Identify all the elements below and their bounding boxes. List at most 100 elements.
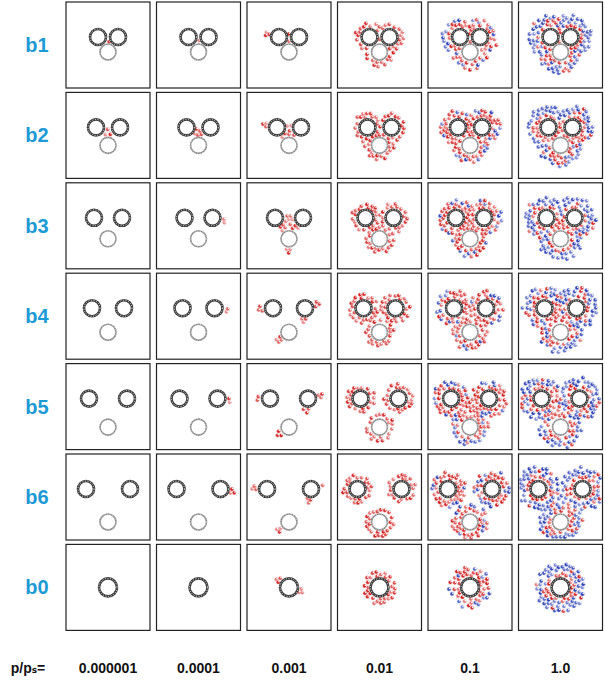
water-molecule	[289, 214, 293, 218]
hydrogen-atom	[485, 114, 487, 116]
hydrogen-atom	[561, 113, 563, 115]
water-molecule	[558, 125, 562, 129]
hydrogen-atom	[399, 38, 401, 40]
oxygen-atom	[536, 31, 540, 35]
water-molecule	[569, 46, 573, 50]
water-molecule	[387, 227, 391, 231]
oxygen-atom	[564, 61, 568, 65]
oxygen-atom	[478, 150, 482, 154]
water-molecule	[365, 56, 369, 60]
hydrogen-atom	[459, 147, 461, 149]
nanotube-ring	[86, 210, 102, 226]
hydrogen-atom	[380, 125, 382, 127]
nanotube-atoms	[293, 119, 309, 135]
hydrogen-atom	[493, 134, 495, 136]
hydrogen-atom	[456, 142, 458, 144]
oxygen-atom	[491, 32, 495, 36]
water-molecule	[532, 38, 536, 42]
hydrogen-atom	[449, 32, 451, 34]
oxygen-atom	[574, 156, 578, 160]
hydrogen-atom	[470, 158, 472, 160]
oxygen-atom	[532, 32, 536, 36]
oxygen-atom	[457, 147, 461, 151]
hydrogen-atom	[569, 21, 571, 23]
water-molecule	[573, 21, 577, 25]
nanotube-ring	[553, 44, 569, 60]
nanotube-atoms	[372, 137, 388, 153]
hydrogen-atom	[591, 30, 593, 32]
hydrogen-atom	[282, 229, 284, 231]
hydrogen-atom	[543, 112, 545, 114]
nanotube-rings	[358, 210, 402, 247]
hydrogen-atom	[588, 116, 590, 118]
water-molecule	[364, 137, 368, 141]
panel	[179, 119, 219, 153]
hydrogen-atom	[580, 143, 582, 145]
water-molecule	[529, 119, 533, 123]
hydrogen-atom	[546, 144, 548, 146]
nanotube-ring	[295, 210, 311, 226]
water-molecule	[471, 18, 475, 22]
panel	[177, 210, 227, 247]
hydrogen-atom	[383, 224, 385, 226]
water-molecule	[496, 118, 500, 122]
hydrogen-atom	[569, 69, 571, 71]
hydrogen-atom	[401, 42, 403, 44]
water-molecule	[557, 27, 561, 31]
hydrogen-atom	[561, 156, 563, 158]
nanotube-ring	[462, 44, 478, 60]
hydrogen-atom	[110, 133, 112, 135]
hydrogen-atom	[452, 27, 454, 29]
water-molecule	[359, 115, 363, 119]
hydrogen-atom	[543, 28, 545, 30]
hydrogen-atom	[453, 141, 455, 143]
oxygen-atom	[399, 207, 403, 211]
oxygen-atom	[479, 140, 483, 144]
nanotube-atoms	[553, 137, 569, 153]
hydrogen-atom	[198, 134, 200, 136]
hydrogen-atom	[393, 143, 395, 145]
hydrogen-atom	[224, 221, 226, 223]
water-molecule	[391, 142, 395, 146]
oxygen-atom	[587, 126, 591, 130]
nanotube-atoms	[382, 29, 398, 45]
water-molecule	[478, 150, 482, 154]
hydrogen-atom	[480, 24, 482, 26]
hydrogen-atom	[542, 53, 544, 55]
water-molecule	[446, 48, 450, 52]
hydrogen-atom	[401, 124, 403, 126]
oxygen-atom	[569, 46, 573, 50]
hydrogen-atom	[448, 49, 450, 51]
oxygen-atom	[387, 22, 391, 26]
hydrogen-atom	[552, 106, 554, 108]
nanotube-atoms	[114, 210, 130, 226]
oxygen-atom	[468, 25, 472, 29]
hydrogen-atom	[462, 25, 464, 27]
nanotube-atoms	[281, 137, 297, 153]
oxygen-atom	[401, 131, 405, 135]
water-molecule	[464, 117, 468, 121]
nanotube-ring	[474, 119, 490, 135]
oxygen-atom	[372, 63, 376, 67]
water-molecule	[580, 18, 584, 22]
oxygen-atom	[538, 24, 542, 28]
hydrogen-atom	[577, 105, 579, 107]
nanotube-ring	[382, 29, 398, 45]
hydrogen-atom	[108, 128, 110, 130]
nanotube-atoms	[191, 137, 207, 153]
oxygen-atom	[480, 48, 484, 52]
hydrogen-atom	[575, 26, 577, 28]
nanotube-ring	[271, 29, 287, 45]
oxygen-atom	[387, 227, 391, 231]
hydrogen-atom	[401, 34, 403, 36]
water-molecule	[544, 113, 548, 117]
oxygen-atom	[222, 221, 226, 225]
hydrogen-atom	[569, 155, 571, 157]
oxygen-atom	[531, 27, 535, 31]
oxygen-atom	[288, 222, 292, 226]
oxygen-atom	[460, 111, 464, 115]
hydrogen-atom	[538, 36, 540, 38]
nanotube-atoms	[563, 29, 579, 45]
oxygen-atom	[488, 48, 492, 52]
hydrogen-atom	[462, 59, 464, 61]
